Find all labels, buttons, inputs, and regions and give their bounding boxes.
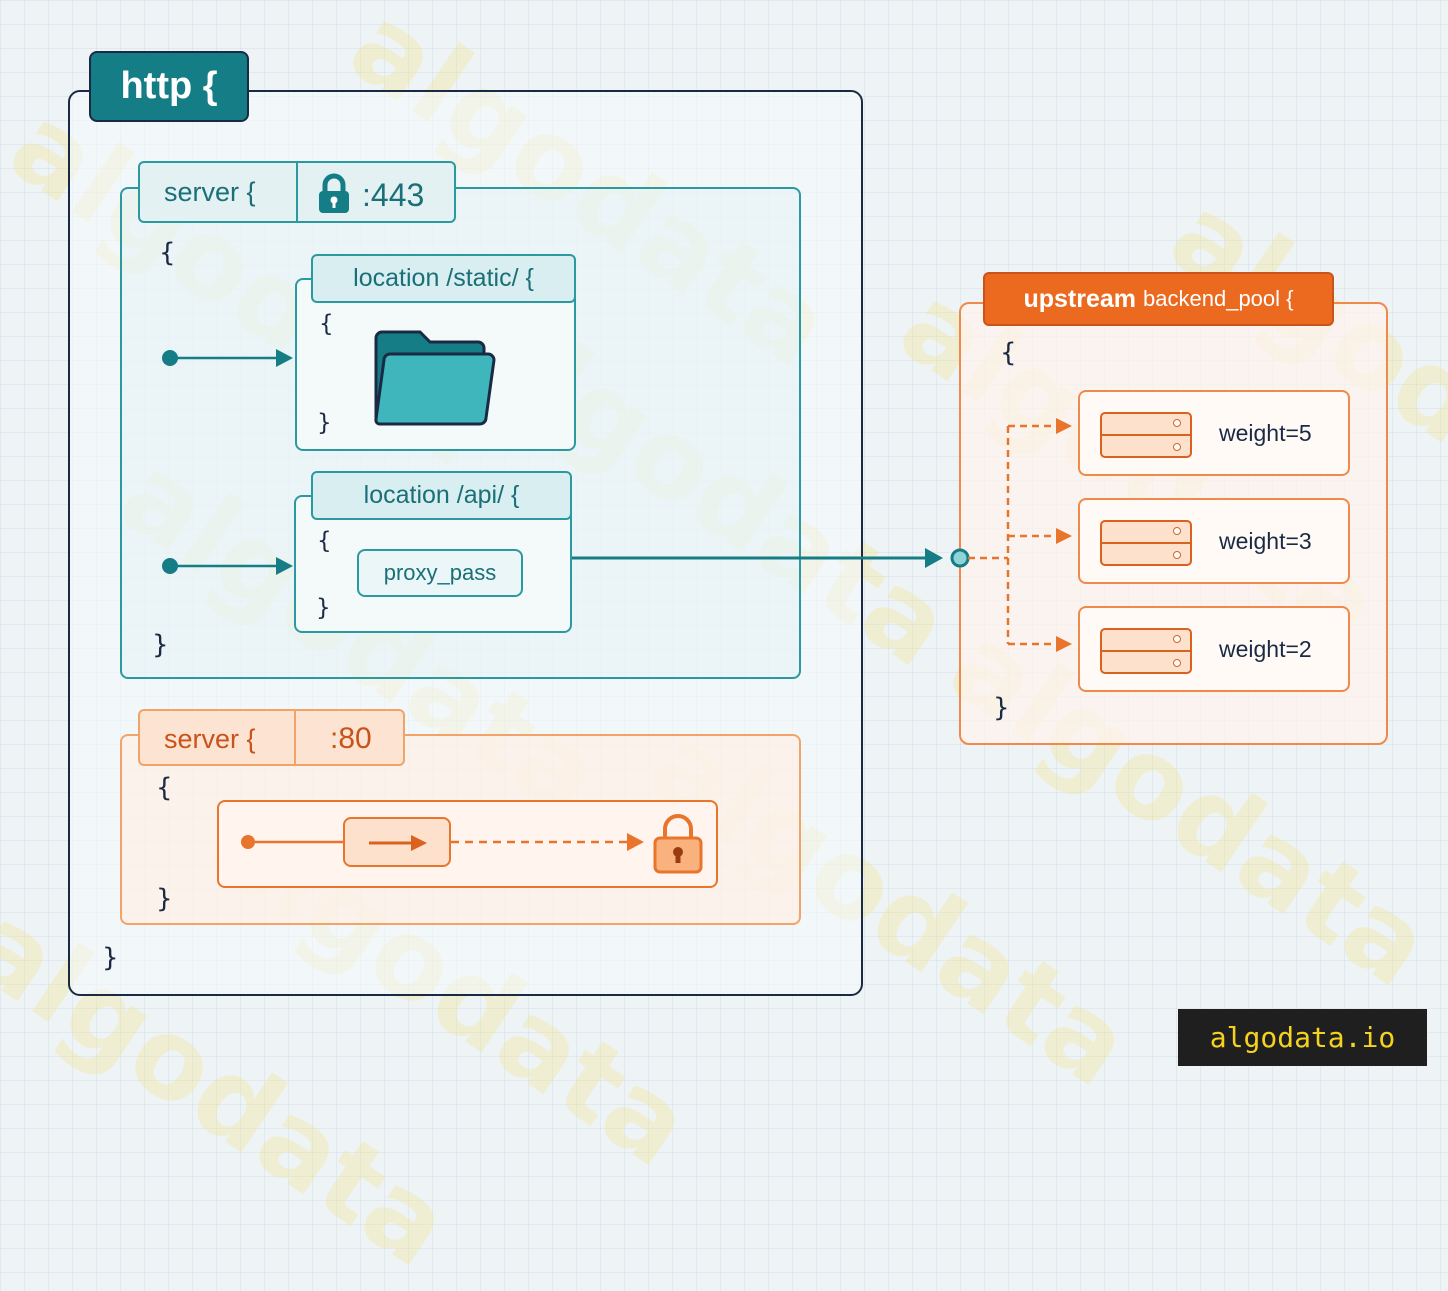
server-keyword: server {	[164, 724, 256, 754]
proxy-arrowhead	[925, 548, 943, 568]
location-static-label: location /static/ {	[311, 254, 576, 303]
server-keyword: server {	[164, 177, 256, 207]
upstream-keyword: upstream	[1023, 284, 1137, 313]
server-icon	[1100, 520, 1192, 566]
server-https-open-brace: {	[159, 238, 176, 268]
server-weight: weight=3	[1219, 528, 1312, 554]
port-80: :80	[330, 722, 372, 755]
http-label: http {	[89, 51, 249, 122]
upstream-header: upstream backend_pool {	[983, 272, 1334, 326]
proxy-pass-directive: proxy_pass	[357, 549, 523, 597]
server-http-close-brace: }	[156, 884, 173, 914]
location-api-label: location /api/ {	[311, 471, 572, 520]
brand-badge: algodata.io	[1178, 1009, 1427, 1066]
server-https-header: server { :443	[138, 161, 456, 223]
upstream-close-brace: }	[993, 693, 1010, 723]
location-static-close-brace: }	[317, 410, 332, 436]
lock-icon	[319, 173, 349, 213]
port-443: :443	[362, 177, 425, 213]
server-weight: weight=5	[1219, 420, 1312, 446]
arrow-right-icon	[369, 835, 427, 851]
backend-server-2: weight=3	[1078, 498, 1350, 584]
server-https-close-brace: }	[152, 630, 169, 660]
backend-server-3: weight=2	[1078, 606, 1350, 692]
server-http-open-brace: {	[156, 773, 173, 803]
server-weight: weight=2	[1219, 636, 1312, 662]
folder-icon	[374, 330, 496, 426]
server-icon	[1100, 412, 1192, 458]
backend-server-1: weight=5	[1078, 390, 1350, 476]
http-close-brace: }	[102, 943, 119, 973]
redirect-button	[343, 817, 451, 867]
lock-icon	[653, 814, 703, 874]
location-static-open-brace: {	[319, 311, 334, 337]
upstream-name: backend_pool {	[1143, 286, 1294, 311]
server-icon	[1100, 628, 1192, 674]
redirect-rule	[217, 800, 718, 888]
upstream-open-brace: {	[1000, 338, 1017, 368]
location-api-close-brace: }	[316, 595, 331, 621]
location-api-open-brace: {	[317, 528, 332, 554]
server-http-header: server { :80	[138, 709, 405, 766]
